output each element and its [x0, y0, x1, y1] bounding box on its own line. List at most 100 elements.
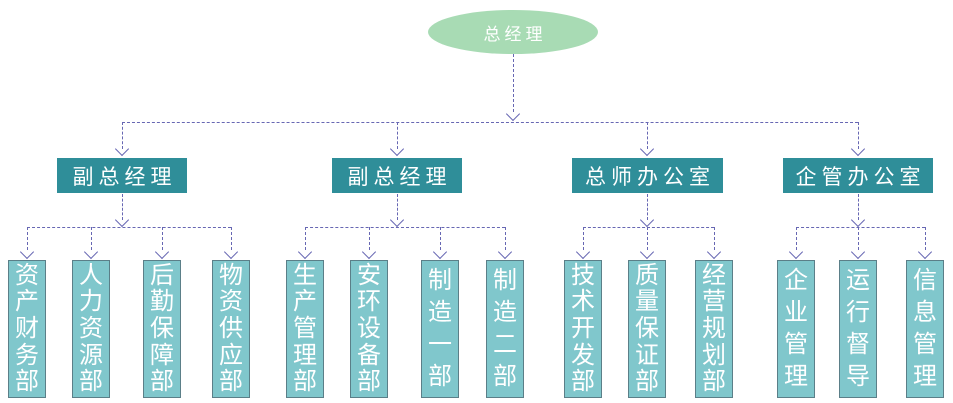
connector-line	[858, 194, 859, 220]
vertical-label-char: 供	[219, 315, 243, 342]
connector-arrow-icon	[389, 141, 405, 157]
node-dept-safety-equipment: 安环设备部	[350, 260, 388, 398]
vertical-label-char: 部	[635, 369, 659, 396]
vertical-label-char: 质	[635, 262, 659, 289]
vertical-label-char: 督	[846, 332, 870, 358]
connector-line	[796, 227, 797, 250]
connector-line	[647, 194, 648, 220]
node-deputy-general-manager-2: 副总经理	[332, 158, 462, 193]
vertical-label-char: 术	[571, 289, 595, 316]
vertical-label-char: 运	[846, 268, 870, 294]
vertical-label-char: 息	[913, 300, 937, 326]
vertical-label-char: 证	[635, 342, 659, 369]
node-dept-enterprise-management: 企业管理	[777, 260, 815, 398]
vertical-label-char: 力	[79, 289, 103, 316]
vertical-label-char: 源	[79, 342, 103, 369]
vertical-label-char: 障	[150, 342, 174, 369]
connector-line	[397, 122, 398, 149]
vertical-label-char: 备	[357, 342, 381, 369]
connector-arrow-icon	[706, 244, 722, 260]
node-dept-production-management: 生产管理部	[286, 260, 324, 398]
node-dept-information-management: 信息管理	[906, 260, 944, 398]
connector-arrow-icon	[297, 244, 313, 260]
connector-arrow-icon	[850, 141, 866, 157]
connector-line	[714, 227, 715, 250]
connector-line	[647, 227, 648, 250]
vertical-label-char: 物	[219, 262, 243, 289]
vertical-label-char: 资	[79, 315, 103, 342]
connector-arrow-icon	[114, 141, 130, 157]
connector-arrow-icon	[432, 244, 448, 260]
connector-line	[925, 227, 926, 250]
vertical-label-char: 技	[571, 262, 595, 289]
connector-line	[858, 227, 859, 250]
connector-line	[369, 227, 370, 250]
vertical-label-char: 资	[219, 289, 243, 316]
vertical-label-char: 财	[15, 315, 39, 342]
connector-line	[231, 227, 232, 250]
connector-arrow-icon	[505, 106, 521, 122]
connector-line	[440, 227, 441, 250]
connector-line	[513, 54, 514, 112]
vertical-label-char: 设	[357, 315, 381, 342]
node-dept-asset-finance: 资产财务部	[8, 260, 46, 398]
vertical-label-char: 产	[293, 289, 317, 316]
node-general-manager: 总经理	[428, 10, 598, 54]
connector-line	[305, 227, 505, 228]
vertical-label-char: 保	[150, 315, 174, 342]
vertical-label-char: 理	[784, 364, 808, 390]
vertical-label-char: 勤	[150, 289, 174, 316]
vertical-label-char: 规	[702, 315, 726, 342]
vertical-label-char: 造	[428, 300, 452, 326]
connector-arrow-icon	[788, 244, 804, 260]
connector-line	[397, 194, 398, 220]
vertical-label-char: 一	[428, 332, 452, 358]
connector-arrow-icon	[917, 244, 933, 260]
vertical-label-char: 生	[293, 262, 317, 289]
connector-arrow-icon	[154, 244, 170, 260]
connector-line	[91, 227, 92, 250]
vertical-label-char: 营	[702, 289, 726, 316]
vertical-label-char: 后	[150, 262, 174, 289]
vertical-label-char: 理	[913, 364, 937, 390]
vertical-label-char: 开	[571, 315, 595, 342]
vertical-label-char: 务	[15, 342, 39, 369]
connector-line	[162, 227, 163, 250]
connector-arrow-icon	[114, 212, 130, 228]
vertical-label-char: 部	[150, 369, 174, 396]
vertical-label-char: 制	[493, 268, 517, 294]
connector-line	[505, 227, 506, 250]
node-dept-human-resources: 人力资源部	[72, 260, 110, 398]
vertical-label-char: 制	[428, 268, 452, 294]
vertical-label-char: 应	[219, 342, 243, 369]
connector-line	[122, 122, 123, 149]
vertical-label-char: 业	[784, 300, 808, 326]
connector-arrow-icon	[850, 244, 866, 260]
connector-line	[858, 122, 859, 149]
connector-line	[122, 122, 858, 123]
vertical-label-char: 造	[493, 300, 517, 326]
vertical-label-char: 部	[15, 369, 39, 396]
connector-arrow-icon	[850, 212, 866, 228]
vertical-label-char: 理	[293, 342, 317, 369]
vertical-label-char: 部	[493, 364, 517, 390]
vertical-label-char: 行	[846, 300, 870, 326]
vertical-label-char: 量	[635, 289, 659, 316]
connector-line	[27, 227, 231, 228]
vertical-label-char: 部	[571, 369, 595, 396]
connector-arrow-icon	[361, 244, 377, 260]
vertical-label-char: 部	[79, 369, 103, 396]
vertical-label-char: 管	[913, 332, 937, 358]
vertical-label-char: 二	[493, 332, 517, 358]
vertical-label-char: 导	[846, 364, 870, 390]
node-dept-manufacturing-1: 制造一部	[421, 260, 459, 398]
vertical-label-char: 经	[702, 262, 726, 289]
vertical-label-char: 部	[702, 369, 726, 396]
vertical-label-char: 管	[784, 332, 808, 358]
node-deputy-general-manager-1: 副总经理	[57, 158, 187, 193]
vertical-label-char: 资	[15, 262, 39, 289]
connector-line	[122, 194, 123, 220]
connector-arrow-icon	[389, 212, 405, 228]
vertical-label-char: 环	[357, 289, 381, 316]
connector-arrow-icon	[639, 244, 655, 260]
